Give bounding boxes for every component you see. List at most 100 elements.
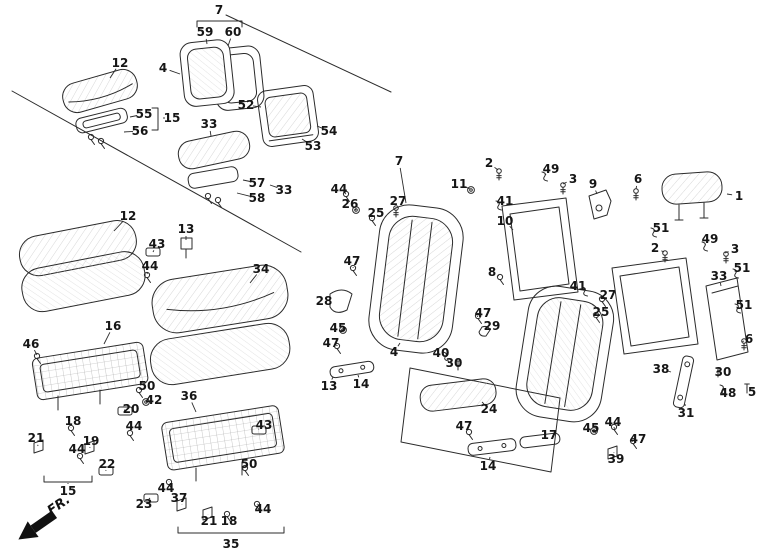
part-number-callout: 57 — [248, 176, 266, 190]
part-number-callout: 23 — [135, 497, 153, 511]
leader-line — [113, 220, 124, 232]
back-panel-center — [467, 168, 579, 301]
part-number-callout: 14 — [479, 459, 497, 473]
leader-line — [481, 401, 485, 405]
part-number-callout: 42 — [145, 393, 163, 407]
leader-line — [138, 388, 141, 390]
part-number-callout: 18 — [220, 514, 238, 528]
part-number-callout: 49 — [542, 162, 560, 176]
leader-line — [667, 370, 672, 373]
part-number-callout: 16 — [104, 319, 122, 333]
hinge-strap — [672, 355, 695, 409]
leader-line — [562, 181, 567, 185]
small-clips — [442, 312, 637, 460]
part-number-callout: 33 — [710, 269, 728, 283]
part-number-callout: 51 — [735, 298, 753, 312]
part-number-callout: 30 — [714, 365, 732, 379]
part-number-callout: 21 — [200, 514, 218, 528]
part-number-callout: 44 — [141, 259, 159, 273]
part-number-callout: 13 — [177, 222, 195, 236]
leader-line — [485, 328, 488, 330]
leader-line — [148, 497, 151, 500]
part-number-callout: 41 — [569, 279, 587, 293]
leader-line — [397, 342, 401, 347]
leader-line — [301, 138, 308, 143]
bracket-7-top — [196, 20, 243, 28]
leader-line — [544, 173, 547, 176]
part-number-callout: 50 — [240, 457, 258, 471]
leader-line — [399, 167, 407, 204]
leader-line — [335, 344, 338, 347]
part-number-callout: 54 — [320, 124, 338, 138]
part-number-callout: 6 — [744, 332, 754, 346]
leader-line — [595, 190, 598, 195]
leader-line — [631, 440, 634, 443]
armrest-assembly — [177, 130, 251, 208]
part-number-callout: 15 — [59, 484, 77, 498]
part-number-callout: 27 — [599, 288, 617, 302]
leader-line — [242, 179, 251, 182]
part-number-callout: 8 — [487, 265, 497, 279]
part-number-callout: 43 — [148, 237, 166, 251]
part-number-callout: 34 — [252, 262, 270, 276]
fr-arrow — [18, 510, 58, 540]
headrest — [661, 171, 723, 221]
back-panel-right — [581, 241, 729, 355]
leader-line — [123, 130, 134, 133]
leader-line — [635, 185, 638, 190]
part-number-callout: 26 — [341, 197, 359, 211]
part-number-callout: 45 — [582, 421, 600, 435]
leader-line — [494, 166, 499, 171]
leader-line — [344, 192, 347, 195]
part-number-callout: 28 — [315, 294, 333, 308]
leader-line — [354, 208, 357, 211]
seat-back-left-unit — [368, 204, 464, 354]
leader-line — [457, 364, 461, 367]
leader-line — [509, 225, 514, 231]
leader-line — [129, 115, 138, 118]
part-number-callout: 41 — [496, 194, 514, 208]
part-number-callout: 50 — [138, 379, 156, 393]
part-number-callout: 3 — [730, 242, 740, 256]
part-number-callout: 44 — [157, 481, 175, 495]
part-number-callout: 51 — [652, 221, 670, 235]
part-number-callout: 60 — [224, 25, 242, 39]
part-number-callout: 5 — [747, 385, 757, 399]
part-number-callout: 25 — [367, 206, 385, 220]
part-number-callout: 17 — [540, 428, 558, 442]
leader-line — [209, 130, 212, 137]
part-number-callout: 39 — [607, 452, 625, 466]
seat-back-frame-pair — [179, 39, 265, 111]
part-number-callout: 33 — [275, 183, 293, 197]
part-number-callout: 55 — [135, 107, 153, 121]
part-number-callout: 31 — [677, 406, 695, 420]
mount-hardware-left — [33, 352, 150, 483]
leader-line — [109, 68, 117, 79]
leader-line — [191, 402, 197, 413]
part-number-callout: 43 — [255, 418, 273, 432]
part-number-callout: 37 — [170, 491, 188, 505]
leader-line — [34, 349, 38, 356]
leader-line — [726, 193, 733, 196]
leader-line — [341, 329, 345, 332]
seat-leg-part — [180, 237, 193, 259]
spring-frame-left — [31, 341, 149, 411]
leader-line — [719, 282, 722, 287]
leader-line — [476, 315, 479, 317]
part-number-callout: 4 — [158, 61, 168, 75]
part-number-callout: 44 — [604, 415, 622, 429]
left-seat-cushion — [18, 219, 146, 313]
part-number-callout: 56 — [131, 124, 149, 138]
leader-line — [249, 274, 258, 284]
leader-line — [243, 466, 246, 469]
leader-line — [316, 125, 323, 129]
part-number-callout: 53 — [304, 139, 322, 153]
part-number-callout: 11 — [450, 177, 468, 191]
part-number-callout: 21 — [27, 431, 45, 445]
leader-line — [465, 186, 471, 190]
part-number-callout: 14 — [352, 377, 370, 391]
part-number-callout: 7 — [394, 154, 404, 168]
